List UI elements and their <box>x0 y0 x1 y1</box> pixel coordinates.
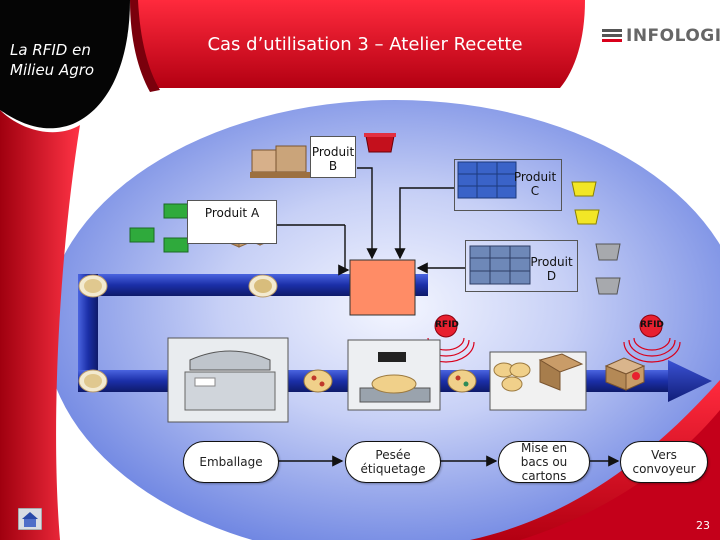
flow-line-product-b <box>357 168 372 258</box>
product-b-pallets-image <box>250 146 310 178</box>
grey-bins-image <box>596 244 620 294</box>
product-b-line1: Produit <box>311 145 355 159</box>
step-pesee: Pesée étiquetage <box>345 441 441 483</box>
red-bin-image <box>364 133 396 152</box>
step-mise-line2: bacs ou <box>521 455 568 469</box>
step-mise-en-bacs: Mise en bacs ou cartons <box>498 441 590 483</box>
logo-text: INFOLOGIC <box>626 26 720 46</box>
conveyor-arrow-head <box>668 360 712 402</box>
flow-line-product-c <box>400 188 454 258</box>
page-number: 23 <box>696 519 710 532</box>
page-title: Cas d’utilisation 3 – Atelier Recette <box>150 34 580 55</box>
subtitle-line2: Milieu Agro <box>10 60 94 80</box>
product-c-label-box: Produit C <box>454 159 562 211</box>
step-vers-convoyeur: Vers convoyeur <box>620 441 708 483</box>
infologic-logo: INFOLOGIC <box>602 26 720 46</box>
flow-line-product-a-down <box>345 225 348 270</box>
product-d-line2: D <box>526 269 577 283</box>
product-a-label-box: Produit A <box>187 200 277 244</box>
step-vers-line2: convoyeur <box>632 462 695 476</box>
boxing-station-image <box>490 352 586 410</box>
product-d-label-box: Produit D <box>465 240 578 292</box>
product-d-line1: Produit <box>526 255 577 269</box>
product-a-text: Produit A <box>188 206 276 220</box>
subtitle-line1: La RFID en <box>10 40 94 60</box>
recipe-station <box>350 260 415 315</box>
rfid-label-1: RFID <box>435 320 459 330</box>
product-b-label-box: Produit B <box>310 136 356 178</box>
weighing-scale-image <box>348 340 440 410</box>
step-emballage: Emballage <box>183 441 279 483</box>
yellow-bins-image <box>572 182 599 224</box>
subtitle: La RFID en Milieu Agro <box>10 40 94 80</box>
step-pesee-line2: étiquetage <box>360 462 425 476</box>
step-vers-line1: Vers <box>651 448 677 462</box>
rfid-signal-2 <box>624 338 680 362</box>
home-icon <box>18 508 42 530</box>
step-mise-line3: cartons <box>522 469 567 483</box>
step-mise-line1: Mise en <box>521 441 567 455</box>
rfid-label-2: RFID <box>640 320 664 330</box>
product-b-line2: B <box>311 159 355 173</box>
logo-mark-icon <box>602 27 622 45</box>
step-pesee-line1: Pesée <box>375 448 410 462</box>
green-crates-image <box>130 204 188 252</box>
packaging-machine-image <box>168 338 288 422</box>
step-emballage-label: Emballage <box>199 455 262 469</box>
product-c-line1: Produit <box>509 170 561 184</box>
home-button[interactable] <box>18 508 42 530</box>
product-c-line2: C <box>509 184 561 198</box>
